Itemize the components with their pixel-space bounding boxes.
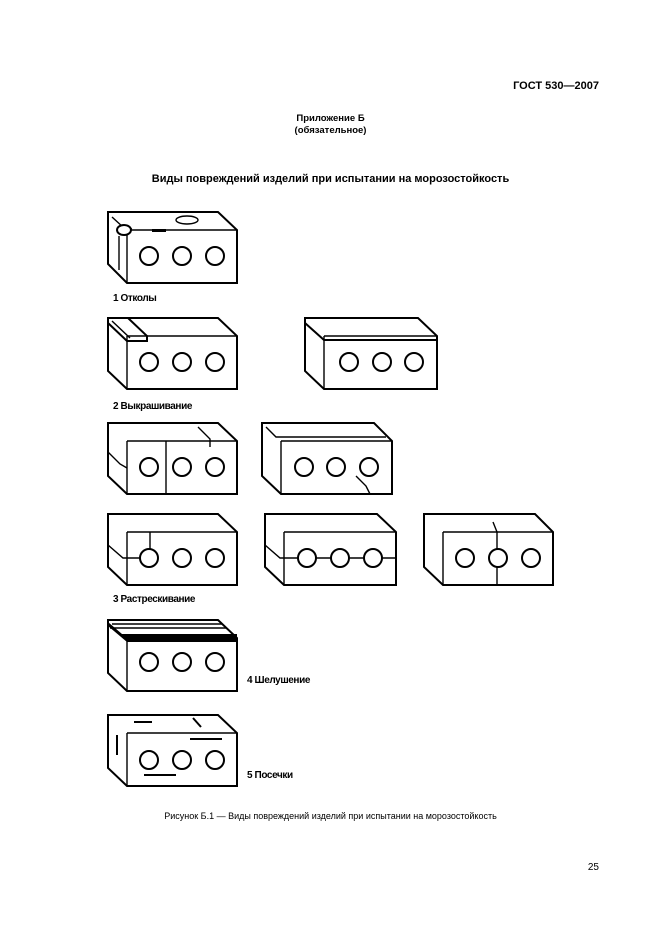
appendix-heading: Приложение Б (обязательное) [0,113,661,137]
brick-crumbling-2 [304,317,438,390]
section-title: Виды повреждений изделий при испытании н… [151,173,510,185]
brick-cracking-2 [261,422,393,495]
brick-cracking-4 [264,513,397,586]
document-code: ГОСТ 530—2007 [513,80,599,92]
label-chipping: 1 Отколы [113,293,157,304]
brick-cracking-1 [107,422,238,495]
brick-cracking-3 [107,513,238,586]
brick-peeling [107,619,238,692]
label-peeling: 4 Шелушение [247,675,310,686]
brick-chipping [107,211,238,284]
brick-cracking-5 [423,513,554,586]
label-crumbling: 2 Выкрашивание [113,401,192,412]
label-hairline-cracks: 5 Посечки [247,770,293,781]
page-number: 25 [587,862,599,873]
label-cracking: 3 Растрескивание [113,594,196,605]
appendix-note: (обязательное) [294,125,367,136]
figure-caption: Рисунок Б.1 — Виды повреждений изделий п… [164,811,497,821]
brick-crumbling-1 [107,317,238,390]
appendix-title: Приложение Б [296,113,365,124]
brick-hairline-cracks [107,714,238,787]
